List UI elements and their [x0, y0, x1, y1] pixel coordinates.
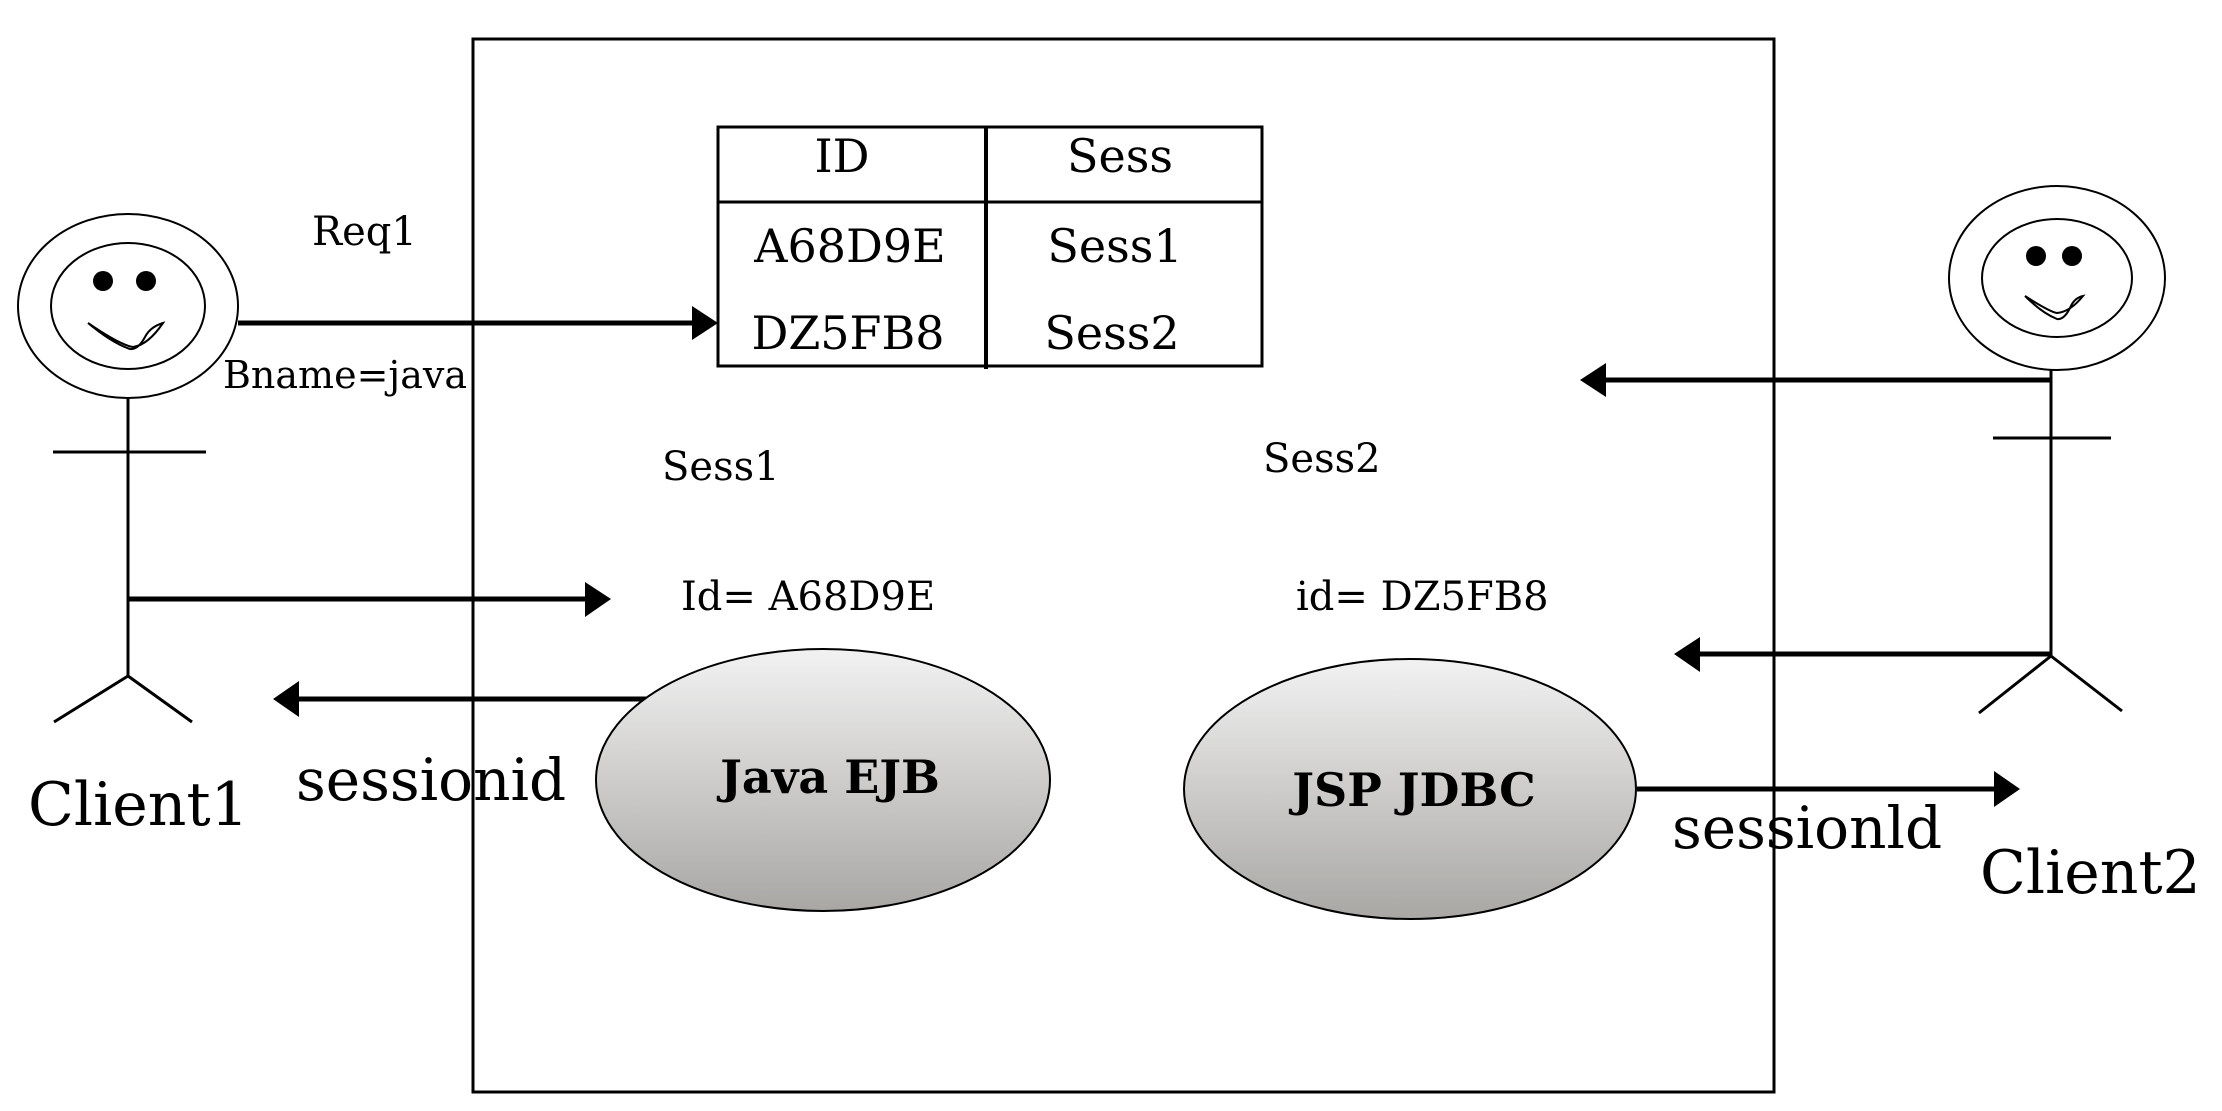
session-1-id: Id= A68D9E [681, 574, 935, 620]
table-border [716, 125, 1264, 368]
client1-smile-icon [87, 321, 166, 351]
request-label: Req1 [312, 209, 417, 255]
sessionid-return-arrow-1 [273, 681, 652, 717]
client1-to-sess1-arrow [128, 582, 611, 617]
session-2-ellipse [1183, 658, 1637, 920]
client2-eye-icon [2026, 246, 2046, 266]
session-1-name: Sess1 [662, 444, 780, 490]
client2-label: Client2 [1980, 838, 2201, 908]
table-header-id: ID [814, 129, 869, 183]
client2-head-outer [1948, 185, 2166, 371]
arrowhead-left-icon [1580, 363, 1606, 397]
client1-eye-icon [136, 271, 156, 291]
arrowhead-left-icon [1674, 637, 1700, 672]
table-header-sess: Sess [1067, 129, 1173, 183]
session-1: Sess1 Id= A68D9E Java EJB sessionid [296, 444, 1051, 912]
session-1-response-label: sessionid [296, 746, 566, 814]
arrowhead-left-icon [273, 681, 299, 717]
client1-eye-icon [93, 271, 113, 291]
session-2: Sess2 id= DZ5FB8 JSP JDBC sessionld [1183, 436, 1942, 920]
table-cell: A68D9E [753, 219, 945, 273]
client1-leg-left [53, 674, 129, 724]
client2-to-sess2-arrow [1674, 637, 2051, 672]
client2-leg-left [1978, 654, 2052, 715]
client2-smile-icon [2024, 294, 2086, 321]
client2-request-arrow [1580, 363, 2051, 397]
client2-head-inner [1981, 218, 2133, 338]
session-1-ellipse [595, 648, 1051, 912]
client2-leg-right [2050, 654, 2123, 713]
arrowhead-right-icon [692, 306, 718, 340]
session-table: ID Sess A68D9E Sess1 DZ5FB8 Sess2 [716, 125, 1264, 369]
session-2-id: id= DZ5FB8 [1296, 574, 1549, 620]
arrowhead-right-icon [585, 582, 611, 617]
client2-figure: Client2 [1948, 185, 2201, 908]
table-cell: DZ5FB8 [751, 306, 944, 360]
client1-head-inner [50, 242, 206, 370]
request-arrow [238, 306, 718, 340]
client2-eye-icon [2062, 246, 2082, 266]
table-cell: Sess1 [1047, 219, 1182, 273]
client1-leg-right [127, 674, 193, 724]
session-1-content: Java EJB [716, 750, 940, 804]
session-2-response-label: sessionld [1672, 794, 1942, 862]
table-cell: Sess2 [1044, 306, 1179, 360]
arrows [128, 306, 2051, 807]
client1-label: Client1 [28, 770, 249, 840]
session-2-name: Sess2 [1263, 436, 1381, 482]
request-param-label: Bname=java [223, 353, 467, 397]
arrowhead-right-icon [1994, 771, 2020, 807]
sessionid-return-arrow-2 [1637, 771, 2020, 807]
server-box [471, 37, 1776, 1094]
session-2-content: JSP JDBC [1288, 763, 1536, 817]
client1-figure: Client1 [17, 213, 249, 840]
